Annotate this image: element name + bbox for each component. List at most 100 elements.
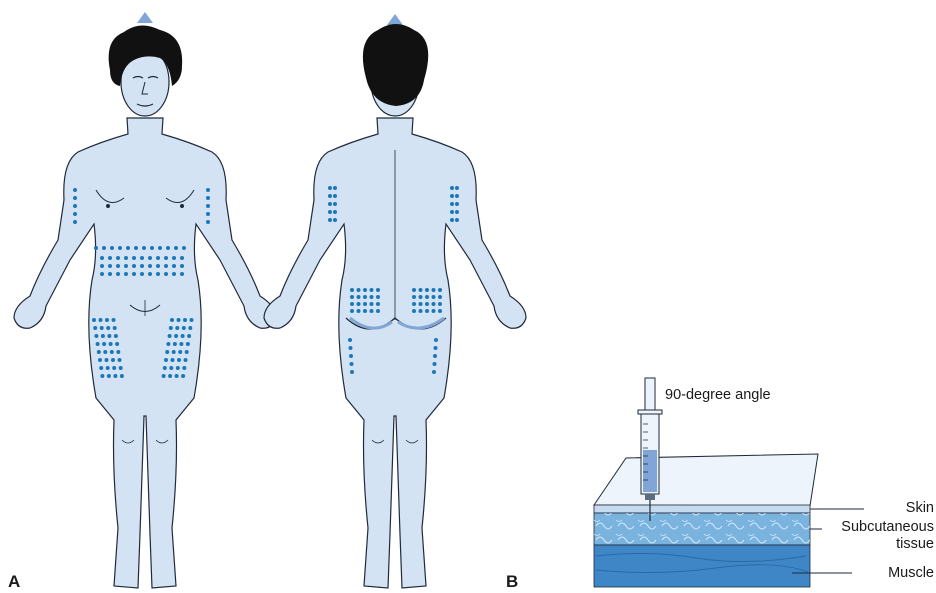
injection-site-dot (450, 194, 454, 198)
injection-site-dot (170, 318, 174, 322)
muscle-label: Muscle (856, 565, 934, 582)
injection-site-dot (348, 338, 352, 342)
injection-site-dot (142, 246, 146, 250)
injection-site-dot (206, 196, 210, 200)
injection-site-dot (116, 256, 120, 260)
injection-site-dot (169, 366, 173, 370)
injection-site-dot (333, 202, 337, 206)
injection-site-dot (124, 256, 128, 260)
injection-site-dot (99, 318, 103, 322)
injection-site-dot (126, 246, 130, 250)
injection-site-dot (455, 186, 459, 190)
front-body-silhouette (14, 118, 276, 588)
angle-label: 90-degree angle (665, 387, 771, 404)
injection-site-dot (150, 246, 154, 250)
injection-site-dot (119, 366, 123, 370)
injection-site-dot (333, 194, 337, 198)
back-view-marker-icon (387, 14, 403, 25)
injection-site-dot (100, 272, 104, 276)
injection-site-dot (434, 338, 438, 342)
injection-site-dot (333, 218, 337, 222)
injection-site-dot (412, 309, 416, 313)
injection-site-dot (94, 334, 98, 338)
injection-site-dot (425, 288, 429, 292)
injection-site-dot (363, 295, 367, 299)
injection-site-dot (107, 334, 111, 338)
injection-site-dot (140, 272, 144, 276)
injection-site-dot (357, 302, 361, 306)
tissue-cross-section (594, 378, 864, 587)
injection-site-dot (108, 272, 112, 276)
injection-site-dot (349, 354, 353, 358)
injection-site-dot (455, 210, 459, 214)
injection-site-dot (412, 288, 416, 292)
injection-site-dot (438, 288, 442, 292)
injection-site-dot (93, 326, 97, 330)
injection-site-dot (328, 210, 332, 214)
injection-site-dot (438, 295, 442, 299)
injection-site-dot (179, 342, 183, 346)
injection-site-dot (175, 374, 179, 378)
injection-site-dot (433, 354, 437, 358)
subcutaneous-label: Subcutaneous tissue (826, 519, 934, 553)
injection-site-dot (370, 295, 374, 299)
injection-site-dot (190, 318, 194, 322)
injection-site-dot (370, 309, 374, 313)
injection-site-dot (148, 256, 152, 260)
injection-site-dot (350, 309, 354, 313)
injection-site-dot (100, 264, 104, 268)
injection-site-dot (176, 366, 180, 370)
injection-site-dot (169, 326, 173, 330)
injection-site-dot (376, 288, 380, 292)
injection-site-dot (181, 334, 185, 338)
injection-site-dot (425, 309, 429, 313)
back-view-figure (264, 14, 526, 588)
injection-site-dot (328, 218, 332, 222)
injection-site-dot (175, 326, 179, 330)
injection-site-dot (100, 326, 104, 330)
injection-site-dot (186, 342, 190, 346)
injection-site-dot (116, 272, 120, 276)
injection-site-dot (370, 302, 374, 306)
injection-site-dot (412, 302, 416, 306)
injection-site-dot (96, 342, 100, 346)
injection-site-dot (116, 264, 120, 268)
injection-site-dot (172, 264, 176, 268)
injection-site-dot (328, 186, 332, 190)
injection-site-dot (100, 374, 104, 378)
injection-site-dot (171, 358, 175, 362)
injection-site-dot (350, 295, 354, 299)
injection-site-dot (156, 272, 160, 276)
injection-site-dot (109, 342, 113, 346)
skin-label: Skin (868, 500, 934, 517)
injection-site-dot (455, 202, 459, 206)
front-view-figure (14, 12, 276, 588)
injection-site-dot (163, 366, 167, 370)
injection-site-dot (103, 350, 107, 354)
injection-site-dot (106, 326, 110, 330)
injection-site-dot (433, 362, 437, 366)
injection-site-dot (164, 272, 168, 276)
injection-site-dot (172, 350, 176, 354)
injection-site-dot (94, 246, 98, 250)
injection-site-dot (349, 346, 353, 350)
skin-layer (594, 505, 810, 513)
injection-site-dot (177, 358, 181, 362)
injection-site-dot (148, 264, 152, 268)
injection-site-dot (102, 342, 106, 346)
injection-site-dot (108, 264, 112, 268)
injection-site-dot (376, 302, 380, 306)
injection-site-dot (132, 256, 136, 260)
injection-site-dot (97, 350, 101, 354)
injection-site-dot (112, 366, 116, 370)
injection-site-dot (357, 309, 361, 313)
injection-site-dot (98, 358, 102, 362)
injection-site-dot (350, 362, 354, 366)
injection-site-dot (162, 374, 166, 378)
injection-site-dot (111, 358, 115, 362)
injection-site-dot (419, 288, 423, 292)
injection-site-dot (174, 334, 178, 338)
skin-surface (594, 454, 818, 506)
injection-site-dot (455, 218, 459, 222)
